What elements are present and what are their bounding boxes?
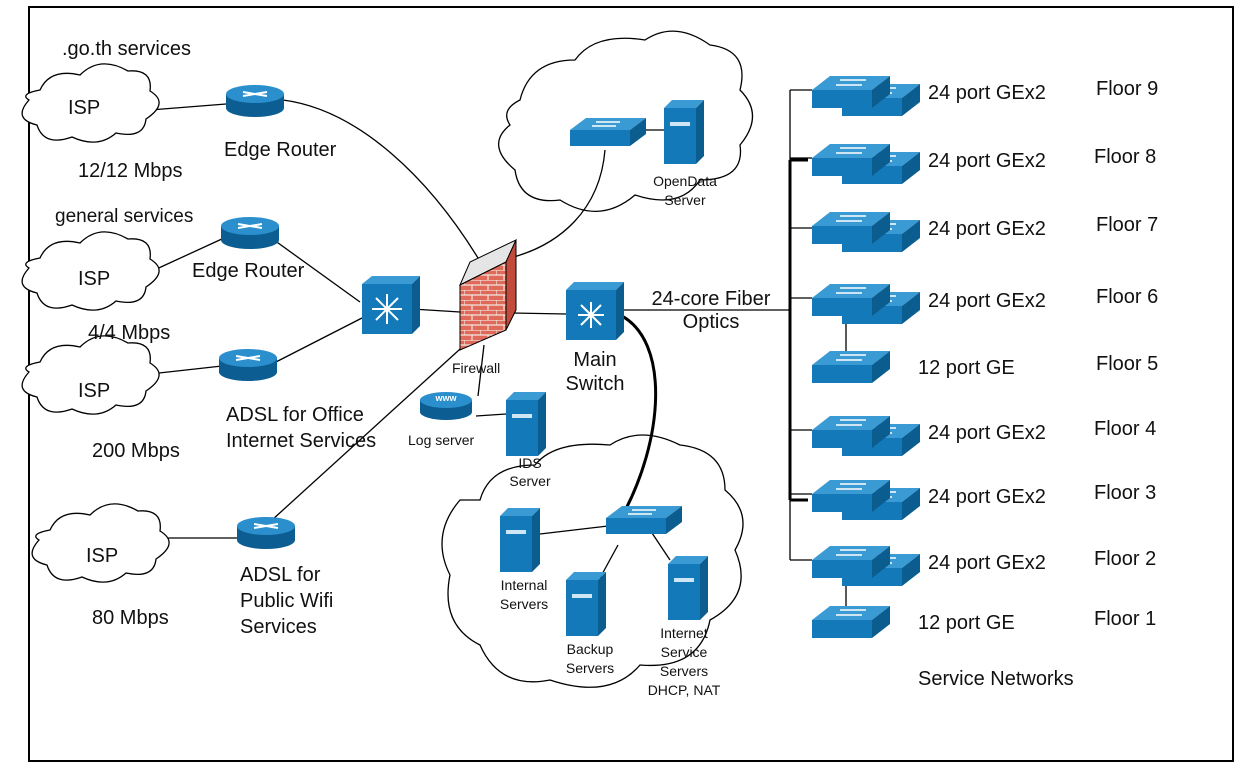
speed-label-4: 80 Mbps bbox=[92, 607, 169, 629]
floor-label: Floor 8 bbox=[1094, 146, 1157, 168]
isp-label-3: ISP bbox=[78, 380, 111, 402]
floor-label: Floor 3 bbox=[1094, 482, 1157, 504]
main-switch-label: Main Switch bbox=[565, 349, 625, 395]
floor-label: Floor 4 bbox=[1094, 418, 1157, 440]
internet-service-servers-label: Internet Service Servers bbox=[659, 625, 709, 679]
speed-label-3: 200 Mbps bbox=[92, 440, 180, 462]
isp-cloud-2 bbox=[21, 231, 160, 311]
floor-switch-label: 12 port GE bbox=[918, 612, 1015, 634]
edge-router-label-2: Edge Router bbox=[192, 260, 305, 282]
ids-server-icon bbox=[506, 392, 546, 456]
edge-router-label-1: Edge Router bbox=[224, 139, 337, 161]
isp-cloud-3 bbox=[21, 335, 160, 415]
router-icon bbox=[221, 217, 279, 249]
servers bbox=[500, 100, 708, 636]
floor-switch-label: 24 port GEx2 bbox=[928, 218, 1046, 240]
floor-switch-icon bbox=[812, 284, 890, 316]
floor-switch-label: 24 port GEx2 bbox=[928, 290, 1046, 312]
backbone bbox=[618, 158, 808, 521]
speed-label-1: 12/12 Mbps bbox=[78, 160, 183, 182]
l3-switch-icon bbox=[362, 276, 420, 334]
log-server-label: Log server bbox=[408, 432, 475, 448]
ids-server-label: IDS Server bbox=[509, 455, 551, 490]
adsl-office-label: ADSL for Office Internet Services bbox=[226, 404, 377, 452]
floor-label: Floor 5 bbox=[1096, 353, 1159, 375]
opendata-server-icon bbox=[664, 100, 704, 164]
routers bbox=[219, 85, 295, 549]
log-server-icon-label: www bbox=[434, 393, 457, 403]
server-cloud bbox=[441, 434, 744, 688]
opendata-switch-icon bbox=[570, 118, 646, 146]
internet-service-detail-label: DHCP, NAT bbox=[647, 682, 721, 698]
floor-switch-icon bbox=[812, 76, 890, 108]
service-label-general: general services bbox=[55, 206, 194, 227]
floor-switch-label: 12 port GE bbox=[918, 357, 1015, 379]
isp-label-1: ISP bbox=[68, 97, 101, 119]
isp-label-4: ISP bbox=[86, 545, 119, 567]
service-networks-label: Service Networks bbox=[918, 668, 1074, 690]
log-server-icon bbox=[420, 392, 472, 420]
floor-switch-label: 24 port GEx2 bbox=[928, 552, 1046, 574]
floor-label: Floor 7 bbox=[1096, 214, 1159, 236]
floor-switch-label: 24 port GEx2 bbox=[928, 150, 1046, 172]
router-icon bbox=[237, 517, 295, 549]
internal-servers-label: Internal Servers bbox=[499, 577, 549, 612]
floor-switch-icon bbox=[812, 144, 890, 176]
floor-label: Floor 9 bbox=[1096, 78, 1159, 100]
isp-clouds bbox=[21, 63, 170, 583]
firewall-label: Firewall bbox=[452, 360, 501, 376]
service-label-go-th: .go.th services bbox=[62, 38, 191, 60]
floor-label: Floor 1 bbox=[1094, 608, 1157, 630]
backup-server-icon bbox=[566, 572, 606, 636]
server-cloud-switch-icon bbox=[606, 506, 682, 534]
speed-label-2: 4/4 Mbps bbox=[88, 322, 171, 344]
floor-switch-icon bbox=[812, 480, 890, 512]
internal-server-icon bbox=[500, 508, 540, 572]
floor-switches bbox=[812, 76, 920, 638]
floor-switch-icon bbox=[812, 416, 890, 448]
isp-label-2: ISP bbox=[78, 268, 111, 290]
router-icon bbox=[219, 349, 277, 381]
main-switch-icon bbox=[566, 282, 624, 340]
router-icon bbox=[226, 85, 284, 117]
internet-service-server-icon bbox=[668, 556, 708, 620]
fiber-label: 24-core Fiber Optics bbox=[651, 288, 771, 333]
floor-switch-icon bbox=[812, 351, 890, 383]
isp-cloud-1 bbox=[21, 63, 160, 143]
opendata-server-label: OpenData Server bbox=[653, 173, 717, 208]
isp-cloud-4 bbox=[31, 503, 170, 583]
floor-switch-icon bbox=[812, 546, 890, 578]
floor-label: Floor 2 bbox=[1094, 548, 1157, 570]
floor-label: Floor 6 bbox=[1096, 286, 1159, 308]
floor-switch-label: 24 port GEx2 bbox=[928, 82, 1046, 104]
floor-switch-icon bbox=[812, 606, 890, 638]
floor-switch-label: 24 port GEx2 bbox=[928, 422, 1046, 444]
floor-switch-icon bbox=[812, 212, 890, 244]
backup-servers-label: Backup Servers bbox=[565, 641, 615, 676]
floor-switch-label: 24 port GEx2 bbox=[928, 486, 1046, 508]
firewall-icon bbox=[458, 238, 518, 351]
adsl-wifi-label: ADSL for Public Wifi Services bbox=[240, 564, 334, 638]
opendata-cloud bbox=[498, 30, 753, 212]
